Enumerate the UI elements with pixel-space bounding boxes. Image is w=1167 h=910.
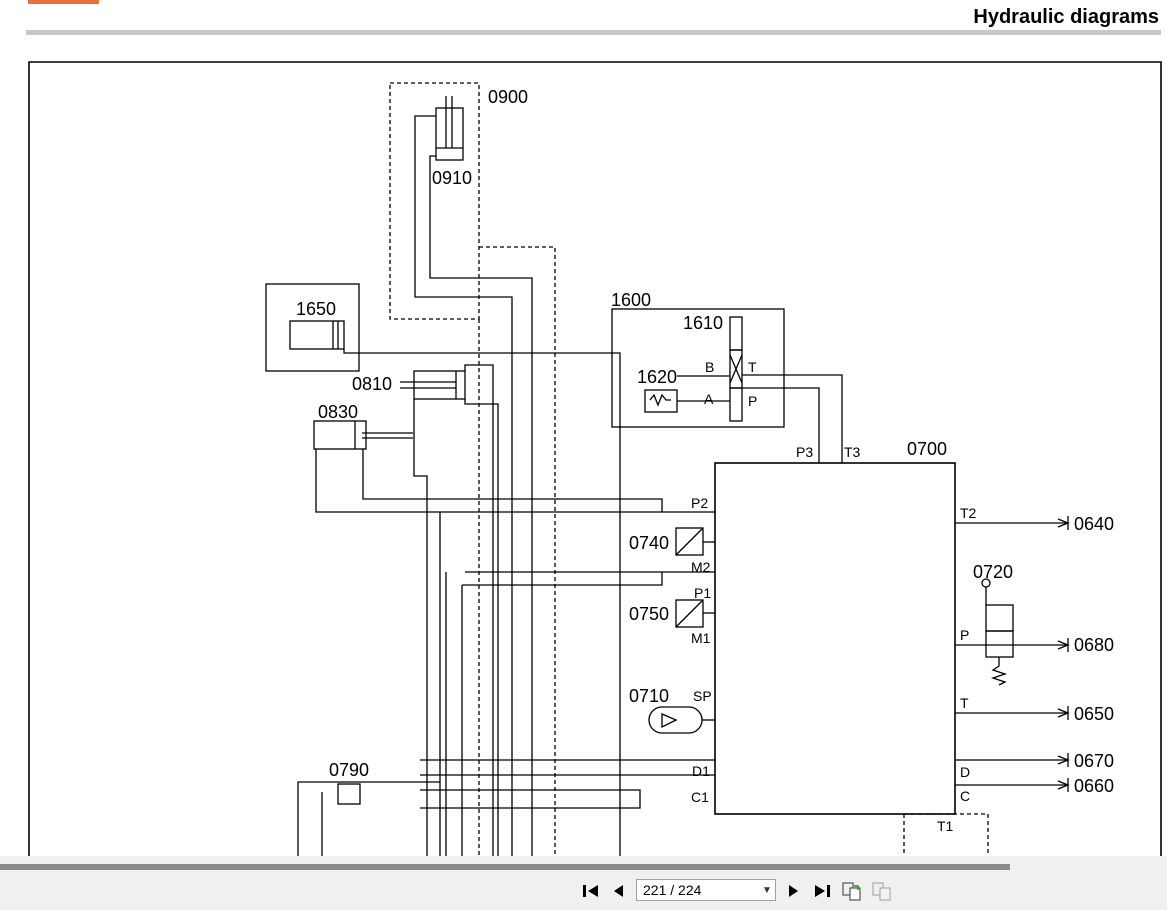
label-0750: 0750 bbox=[629, 604, 669, 624]
page-selector[interactable]: 221 / 224 ▼ bbox=[636, 879, 776, 901]
port-p: P bbox=[960, 627, 969, 643]
main-block-0700 bbox=[714, 462, 956, 815]
next-page-icon bbox=[789, 885, 798, 897]
label-1600: 1600 bbox=[611, 290, 651, 310]
cylinder-0910 bbox=[435, 107, 464, 161]
toolbar-progress-track bbox=[0, 864, 1010, 870]
valve-port-a: A bbox=[704, 391, 714, 407]
port-p2: P2 bbox=[691, 495, 708, 511]
page-title: Hydraulic diagrams bbox=[973, 6, 1159, 28]
valve-port-b: B bbox=[705, 359, 714, 375]
label-0710: 0710 bbox=[629, 686, 669, 706]
label-0810: 0810 bbox=[352, 374, 392, 394]
label-0700: 0700 bbox=[907, 439, 947, 459]
port-p3: P3 bbox=[796, 444, 813, 460]
label-0670: 0670 bbox=[1074, 751, 1114, 771]
port-t1: T1 bbox=[937, 818, 954, 834]
label-0910: 0910 bbox=[432, 168, 472, 188]
port-m2: M2 bbox=[691, 559, 711, 575]
cylinder-0830 bbox=[313, 420, 367, 450]
valve-1620 bbox=[644, 389, 678, 413]
port-t2: T2 bbox=[960, 505, 977, 521]
label-0720: 0720 bbox=[973, 562, 1013, 582]
label-0900: 0900 bbox=[488, 87, 528, 107]
prev-page-button[interactable] bbox=[608, 880, 628, 902]
brand-logo bbox=[28, 0, 99, 4]
valve-port-t: T bbox=[748, 359, 757, 375]
label-0740: 0740 bbox=[629, 533, 669, 553]
valve-port-p: P bbox=[748, 393, 757, 409]
group-box-0900 bbox=[389, 82, 480, 320]
label-0640: 0640 bbox=[1074, 514, 1114, 534]
label-0680: 0680 bbox=[1074, 635, 1114, 655]
label-0650: 0650 bbox=[1074, 704, 1114, 724]
label-0830: 0830 bbox=[318, 402, 358, 422]
port-t3: T3 bbox=[844, 444, 861, 460]
label-1610: 1610 bbox=[683, 313, 723, 333]
hydraulic-diagram: 0900 0910 1650 1600 1610 1620 0810 0830 … bbox=[28, 61, 1162, 858]
port-p1: P1 bbox=[694, 585, 711, 601]
port-d: D bbox=[960, 764, 970, 780]
chevron-down-icon: ▼ bbox=[762, 884, 772, 896]
port-c1: C1 bbox=[691, 789, 709, 805]
valve-0720 bbox=[985, 630, 1014, 658]
port-sp: SP bbox=[693, 688, 712, 704]
port-c: C bbox=[960, 788, 970, 804]
port-d1: D1 bbox=[692, 763, 710, 779]
prev-page-icon bbox=[614, 885, 623, 897]
header-divider bbox=[26, 30, 1161, 35]
label-0790: 0790 bbox=[329, 760, 369, 780]
label-1620: 1620 bbox=[637, 367, 677, 387]
fit-width-icon bbox=[872, 882, 891, 901]
cylinder-1650 bbox=[289, 320, 345, 350]
label-0660: 0660 bbox=[1074, 776, 1114, 796]
component-box-1650 bbox=[265, 283, 360, 372]
port-t: T bbox=[960, 695, 969, 711]
last-page-icon bbox=[815, 885, 830, 897]
cylinder-0810 bbox=[413, 370, 466, 400]
port-m1: M1 bbox=[691, 630, 711, 646]
check-valve-0790 bbox=[337, 783, 361, 805]
page-display: 221 / 224 bbox=[643, 882, 702, 898]
next-page-button[interactable] bbox=[784, 880, 804, 902]
diagram-frame bbox=[28, 61, 1162, 858]
fit-width-button[interactable] bbox=[870, 880, 894, 902]
fit-page-icon bbox=[842, 882, 861, 901]
last-page-button[interactable] bbox=[811, 880, 833, 902]
first-page-icon bbox=[583, 885, 598, 897]
first-page-button[interactable] bbox=[580, 880, 602, 902]
fit-page-button[interactable] bbox=[840, 880, 864, 902]
label-1650: 1650 bbox=[296, 299, 336, 319]
component-box-1600 bbox=[611, 308, 785, 428]
